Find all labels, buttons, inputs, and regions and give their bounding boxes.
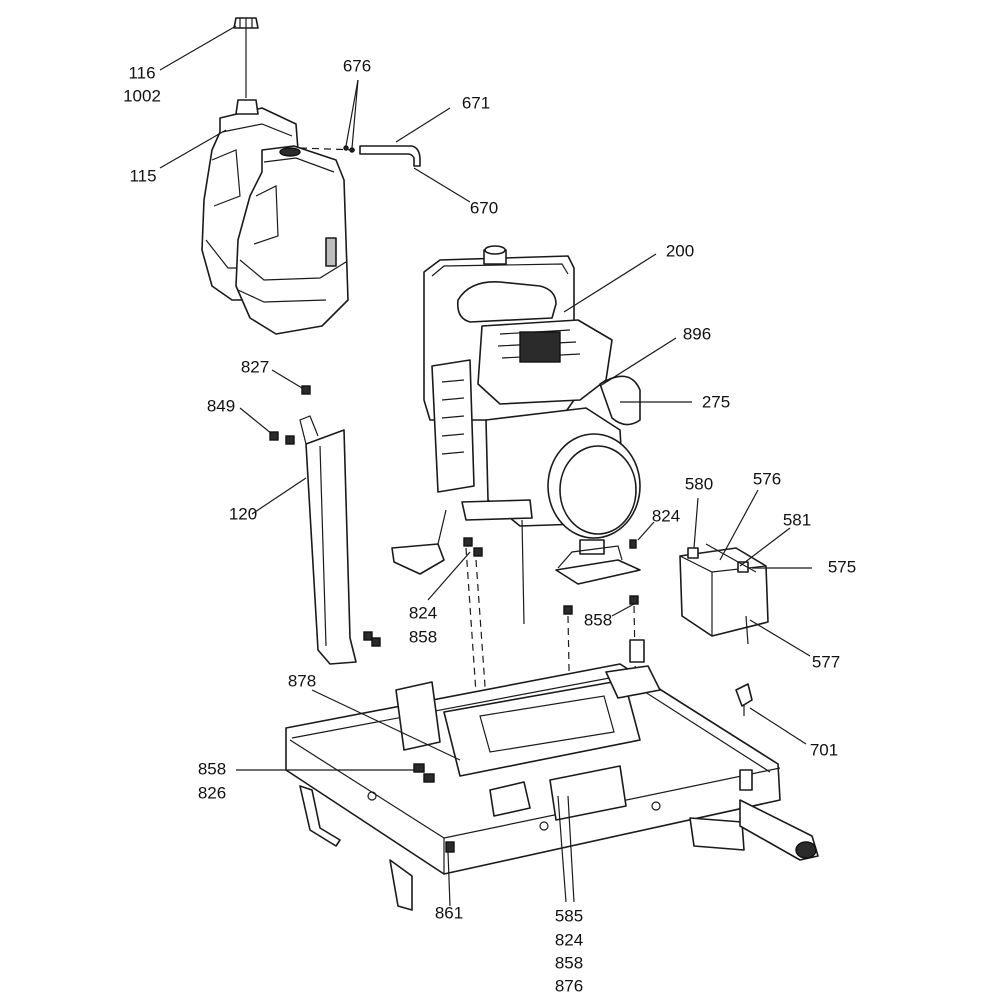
leader-lines [159,25,812,907]
callout-701: 701 [810,740,838,759]
callout-824-a: 824 [652,506,680,525]
callout-858-d: 858 [555,953,583,972]
engine-assembly [391,245,641,625]
callout-580: 580 [685,474,713,493]
fuel-cap [233,17,259,115]
callout-827: 827 [241,357,269,376]
chassis-frame [285,639,819,911]
callout-878: 878 [288,671,316,690]
callout-861: 861 [435,903,463,922]
callout-826: 826 [198,783,226,802]
side-shroud-panel [269,385,381,665]
callout-858-a: 858 [409,627,437,646]
callout-275: 275 [702,392,730,411]
callout-577: 577 [812,652,840,671]
callout-858-c: 858 [198,759,226,778]
callout-115: 115 [129,166,156,185]
callout-824-b: 824 [409,603,437,622]
callout-200: 200 [666,241,694,260]
callout-1002: 1002 [123,86,161,105]
fuel-tank-front [235,145,349,335]
battery [679,543,769,645]
callout-849: 849 [207,396,235,415]
callout-858-b: 858 [584,610,612,629]
callout-670: 670 [470,198,498,217]
callout-581: 581 [783,510,811,529]
callout-585: 585 [555,906,583,925]
fuel-line-fittings [299,145,421,167]
callout-676: 676 [343,56,371,75]
callout-671: 671 [462,93,490,112]
callout-labels: 116 1002 115 676 671 670 200 896 275 827… [123,56,856,995]
callout-896: 896 [683,324,711,343]
callout-824-c: 824 [555,930,583,949]
callout-116: 116 [128,63,155,82]
callout-575: 575 [828,557,856,576]
callout-876: 876 [555,976,583,995]
callout-576: 576 [753,469,781,488]
callout-120: 120 [229,504,257,523]
